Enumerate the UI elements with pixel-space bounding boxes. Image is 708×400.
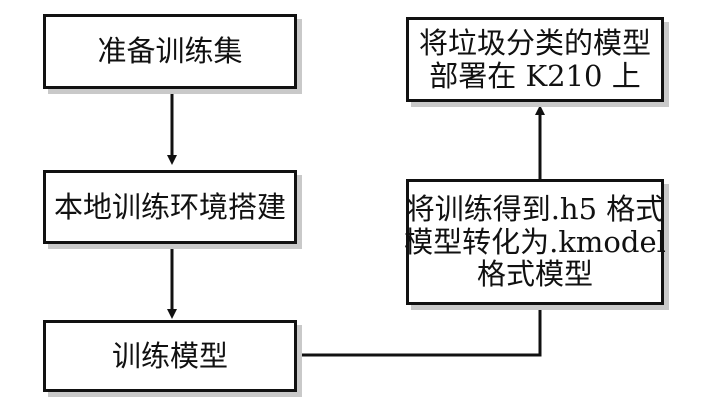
connector-train-to-convert [297,305,542,357]
node-train-model: 训练模型 [43,320,297,392]
node-prepare-dataset: 准备训练集 [43,14,297,89]
node-deploy-model: 将垃圾分类的模型 部署在 K210 上 [406,17,664,102]
node-convert-model-line-2: 模型转化为.kmodel [404,224,666,259]
node-setup-local-env: 本地训练环境搭建 [43,170,297,244]
node-convert-model-line-1: 将训练得到.h5 格式 [405,192,665,227]
node-prepare-dataset-label: 准备训练集 [97,34,243,69]
node-deploy-model-line-2: 部署在 K210 上 [429,58,641,93]
node-train-model-label: 训练模型 [111,338,228,373]
node-convert-model: 将训练得到.h5 格式 模型转化为.kmodel 格式模型 [404,179,666,305]
node-convert-model-line-3: 格式模型 [476,257,593,292]
node-setup-local-env-label: 本地训练环境搭建 [53,189,286,224]
node-deploy-model-line-1: 将垃圾分类的模型 [418,26,651,61]
